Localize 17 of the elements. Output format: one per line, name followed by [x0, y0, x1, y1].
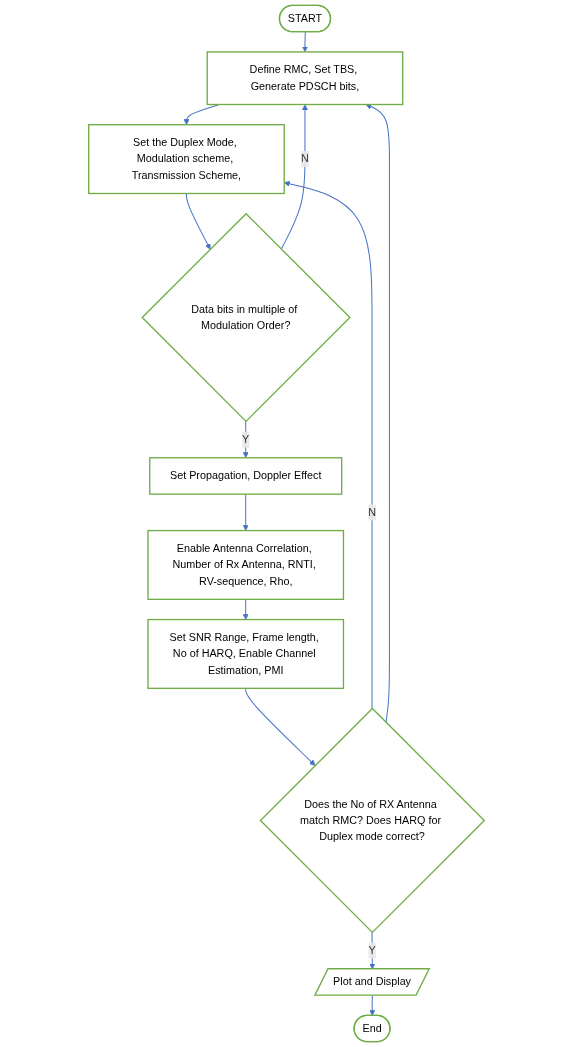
- node-diamond: Does the No of RX Antenna match RMC? Does HARQ for Duplex mode correct?: [259, 707, 486, 934]
- arrow: [242, 598, 249, 620]
- edge-label: N: [368, 506, 376, 518]
- arrow: [302, 31, 308, 53]
- arrow: [242, 493, 249, 531]
- edge-label: Y: [368, 944, 376, 956]
- arrow: [245, 687, 316, 766]
- node-diamond: Data bits in multiple of Modulation Order?: [141, 212, 351, 423]
- node-box: Set Propagation, Doppler Effect: [149, 457, 343, 495]
- edge-label: N: [301, 153, 309, 165]
- arrow: [185, 193, 211, 250]
- node-box: Set the Duplex Mode, Modulation scheme, Transmission Scheme,: [88, 124, 285, 195]
- arrow: [280, 104, 308, 250]
- edge-label: Y: [242, 433, 250, 445]
- node-box: Define RMC, Set TBS, Generate PDSCH bits,: [206, 51, 404, 106]
- node-box: Enable Antenna Correlation, Number of Rx Antenna, RNTI, RV-sequence, Rho,: [147, 529, 345, 601]
- node-box: Set SNR Range, Frame length, No of HARQ, Enable Channel Estimation, PMI: [147, 618, 345, 689]
